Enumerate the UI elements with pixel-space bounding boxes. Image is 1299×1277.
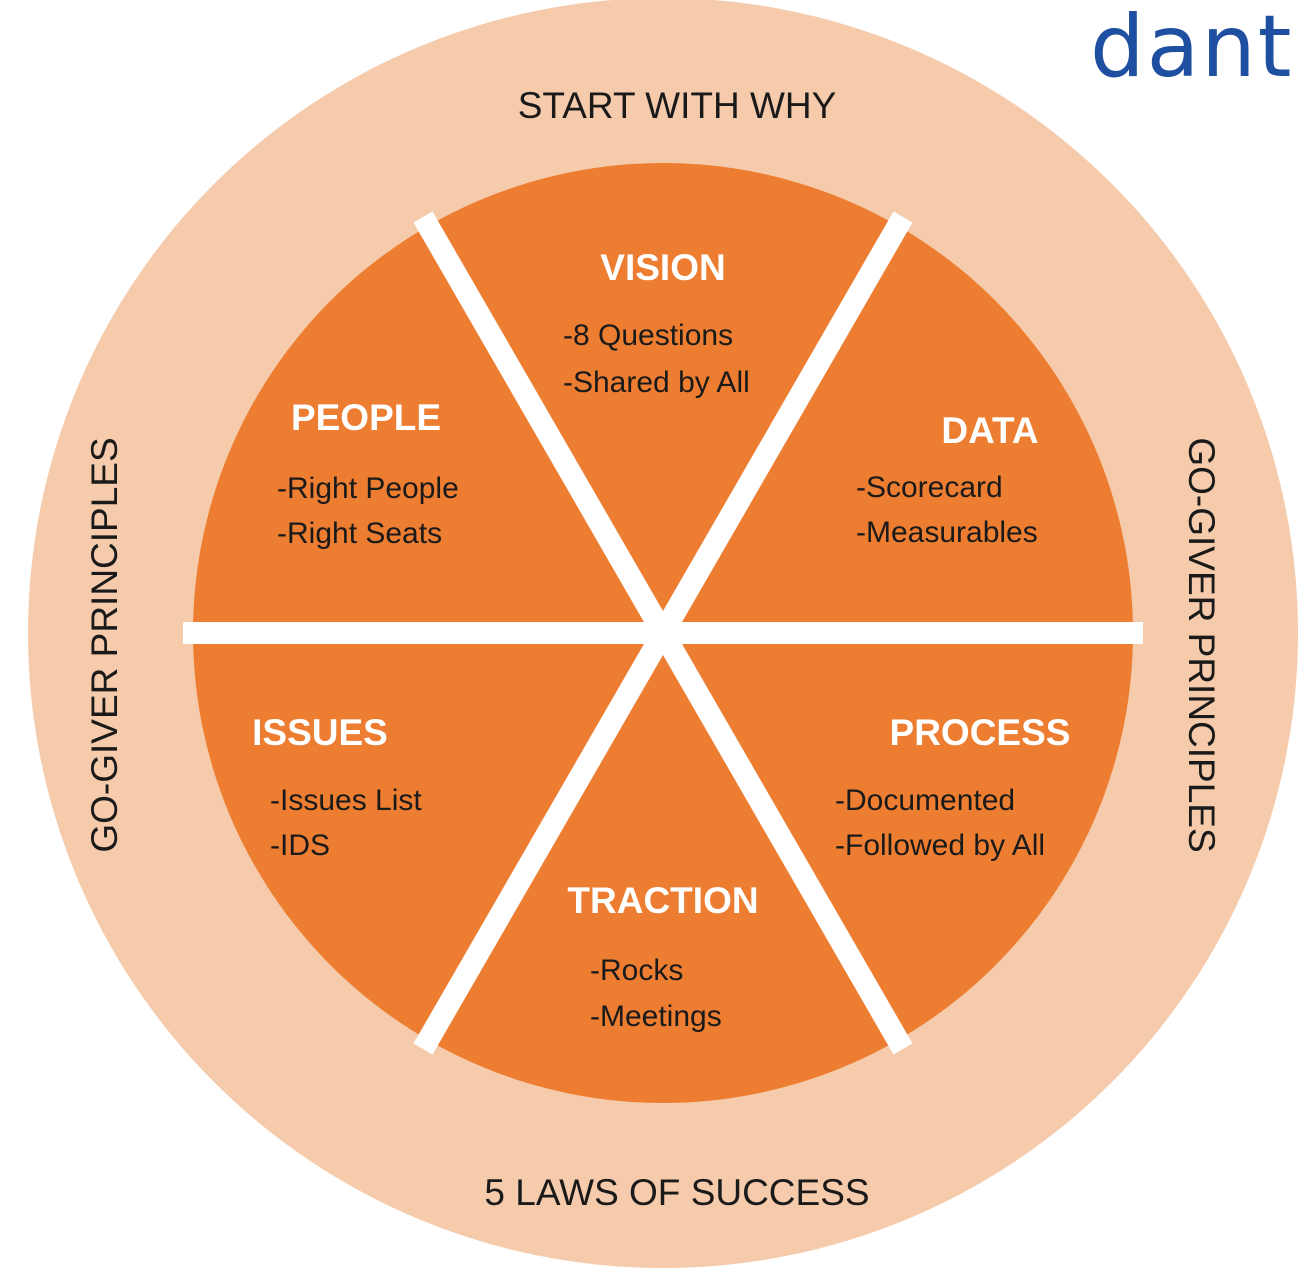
segment-item: -8 Questions <box>563 319 733 352</box>
segment-item: -Rocks <box>590 954 683 987</box>
segment-process: PROCESS -Documented -Followed by All <box>835 712 1070 862</box>
ring-label-left: GO-GIVER PRINCIPLES <box>84 437 125 852</box>
segment-item: -IDS <box>270 829 330 862</box>
ring-label-right: GO-GIVER PRINCIPLES <box>1181 437 1222 852</box>
segment-item: -Meetings <box>590 1000 722 1033</box>
segment-issues: ISSUES -Issues List -IDS <box>252 712 422 862</box>
ring-label-top: START WITH WHY <box>518 85 837 126</box>
segment-title: PROCESS <box>890 712 1071 753</box>
segment-item: -Right Seats <box>277 517 442 550</box>
segment-title: ISSUES <box>252 712 388 753</box>
segment-traction: TRACTION -Rocks -Meetings <box>567 880 758 1033</box>
segment-item: -Scorecard <box>856 471 1003 504</box>
segment-title: VISION <box>600 247 725 288</box>
segment-item: -Measurables <box>856 516 1038 549</box>
segment-vision: VISION -8 Questions -Shared by All <box>563 247 750 399</box>
segment-separators <box>183 211 1143 1055</box>
segment-item: -Shared by All <box>563 366 750 399</box>
segment-item: -Followed by All <box>835 829 1045 862</box>
brand-logo: dant <box>1090 0 1294 97</box>
segment-title: DATA <box>941 410 1038 451</box>
segment-item: -Documented <box>835 784 1015 817</box>
segment-people: PEOPLE -Right People -Right Seats <box>277 397 459 550</box>
segment-data: DATA -Scorecard -Measurables <box>856 410 1039 549</box>
segment-item: -Right People <box>277 472 459 505</box>
segment-item: -Issues List <box>270 784 422 817</box>
ring-label-bottom: 5 LAWS OF SUCCESS <box>484 1172 869 1213</box>
segment-title: TRACTION <box>567 880 758 921</box>
separator-diagonal-2 <box>413 211 913 1055</box>
segment-title: PEOPLE <box>291 397 441 438</box>
